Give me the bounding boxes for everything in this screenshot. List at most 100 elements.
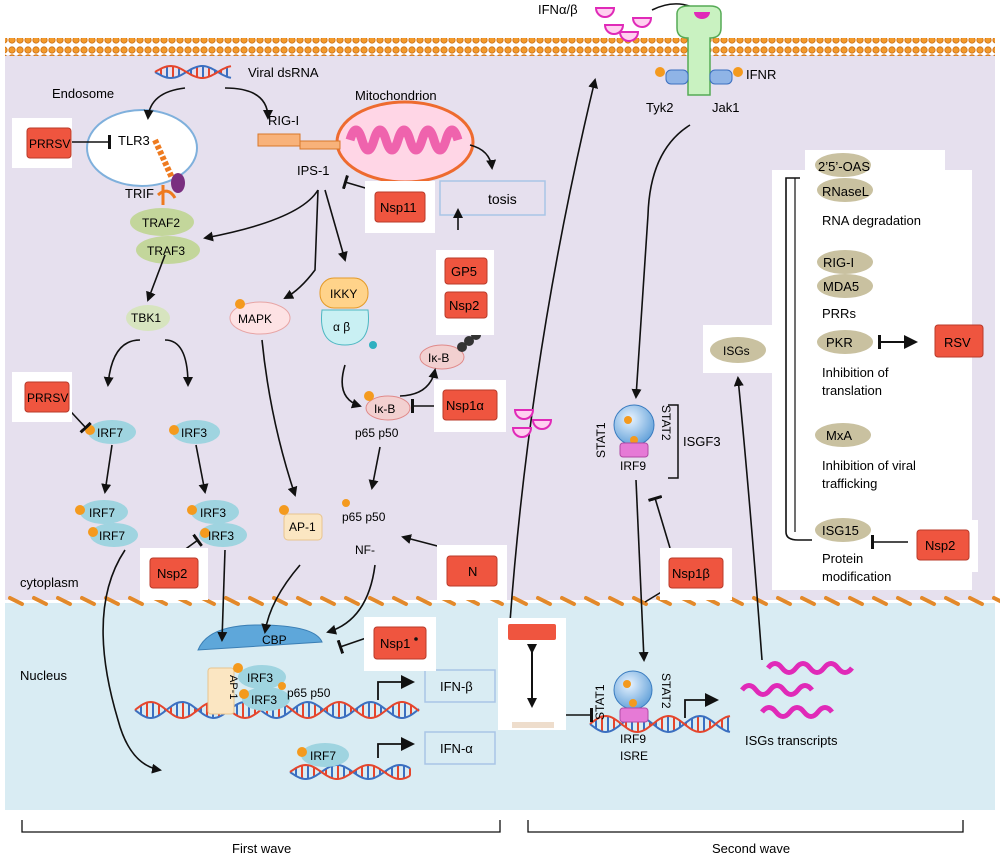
gp5-label: GP5 [451,264,477,279]
rig-i-label: RIG-I [268,113,299,128]
inhibition-viral-2: trafficking [822,476,877,491]
ips1-label: IPS-1 [297,163,330,178]
prrsv-2-label: PRRSV [27,391,68,405]
second-wave-label: Second wave [712,841,790,856]
ifn-alpha-promoter-dna [289,763,411,781]
prrsv-cut-label: RSV [944,335,971,350]
ifn-alpha-transcription-arrow [377,737,415,758]
irf3-nuc-a-label: IRF3 [247,671,273,685]
prrs-label: PRRs [822,306,856,321]
irf7-2a-label: IRF7 [89,506,115,520]
n-badge: N [437,545,507,600]
irf9-nuc-label: IRF9 [620,732,646,746]
nsp11-label: Nsp11 [380,200,417,215]
nf-label: NF- [355,543,375,557]
stat1-label: STAT1 [594,422,608,458]
gp5-nsp2-badge: GP5 Nsp2 [436,250,494,335]
stat1-nuc-phospho [623,680,631,688]
inhibition-translation-1: Inhibition of [822,365,889,380]
isgs-transcripts-label: ISGs transcripts [745,733,838,748]
ikb-top [419,344,465,370]
nsp2-b-badge: Nsp2 [140,548,208,600]
nsp1a-label: Nsp1α [446,398,484,413]
rnasel-blob [817,178,873,202]
p65-p50-label-b: p65 p50 [342,510,386,524]
stat2-nuc-label: STAT2 [659,673,673,709]
tbk1-label: TBK1 [131,311,161,325]
tlr3-label: TLR3 [118,133,150,148]
ap1-nuc-label: AP-1 [227,675,239,699]
ifn-beta-box [424,669,496,703]
nucleus-label: Nucleus [20,668,67,683]
irf3-2a [191,500,239,524]
irf3-2b [199,523,247,547]
isgs-blob [710,337,766,363]
protein-mod-1: Protein [822,551,863,566]
inhibition-translation-2: translation [822,383,882,398]
isgs-transcripts-waves [740,661,854,719]
ifn-ab-label: IFNα/β [538,2,578,17]
isre-transcription-arrow [684,693,719,718]
p65-nuc-phospho [278,682,286,690]
traf3-label: TRAF3 [147,244,185,258]
traf3 [136,236,200,264]
alpha-beta-label: α β [333,320,350,334]
irf7-1-phospho [85,425,95,435]
first-wave-label: First wave [232,841,291,856]
nuclear-membrane [8,596,1000,606]
endosome-label: Endosome [52,86,114,101]
irf7-1-label: IRF7 [97,426,123,440]
pkr-label: PKR [826,335,853,350]
prrsv-badge-1: PRRSV [12,118,72,168]
irf3-nuc-b-label: IRF3 [251,693,277,707]
mda5-blob [817,274,873,298]
irf7-2b-label: IRF7 [99,529,125,543]
p65-p50-nuc-label: p65 p50 [287,686,331,700]
irf3-2b-label: IRF3 [208,529,234,543]
isgf3-bracket [668,404,679,479]
rig-i-2-label: RIG-I [823,255,854,270]
tyk2-label: Tyk2 [646,100,673,115]
ikb-mid-label: Iκ-B [374,402,395,416]
ikk-alpha-beta [320,309,370,346]
mitochondrion-label: Mitochondrion [355,88,437,103]
irf3-2a-label: IRF3 [200,506,226,520]
plasma-membrane [5,38,995,56]
rnasel-label: RNaseL [822,184,869,199]
ap1-nuc [207,667,235,715]
traf2 [130,208,194,236]
ikb-mid [365,395,411,421]
second-wave-bracket [527,820,964,833]
n-label: N [468,564,477,579]
stat2-label: STAT2 [659,405,673,441]
ap1-label: AP-1 [289,520,316,534]
nsp2-c-label: Nsp2 [925,538,955,553]
rig-i-protein [257,133,341,150]
nsp1-star-badge: Nsp1 [364,617,436,671]
isg15-blob [815,518,871,542]
ikk-star [369,341,377,349]
ap1-phospho [279,505,289,515]
ikky-label: IKKY [330,287,357,301]
inhibition-viral-1: Inhibition of viral [822,458,916,473]
stat2-nuc-phospho [629,699,637,707]
isre-dna [589,714,731,734]
pkr-blob [817,330,873,354]
irf7-nuc [301,743,349,767]
mitochondrion-cristae [345,125,463,155]
ikb-phospho [364,391,374,401]
irf3-nuc-a [238,665,286,689]
pathway-arrows [101,78,763,774]
stat1-phospho [624,416,632,424]
irf7-1 [88,420,136,444]
prrsv-1-label: PRRSV [29,137,70,151]
mitochondrion [335,100,475,184]
irf7-2b-phospho [88,527,98,537]
jak1-label: Jak1 [712,100,739,115]
ifnr-receptor [655,5,743,96]
nsp2-a-label: Nsp2 [449,298,479,313]
rna-degradation-label: RNA degradation [822,213,921,228]
mapk-label: MAPK [238,312,272,326]
ap1 [283,513,323,541]
